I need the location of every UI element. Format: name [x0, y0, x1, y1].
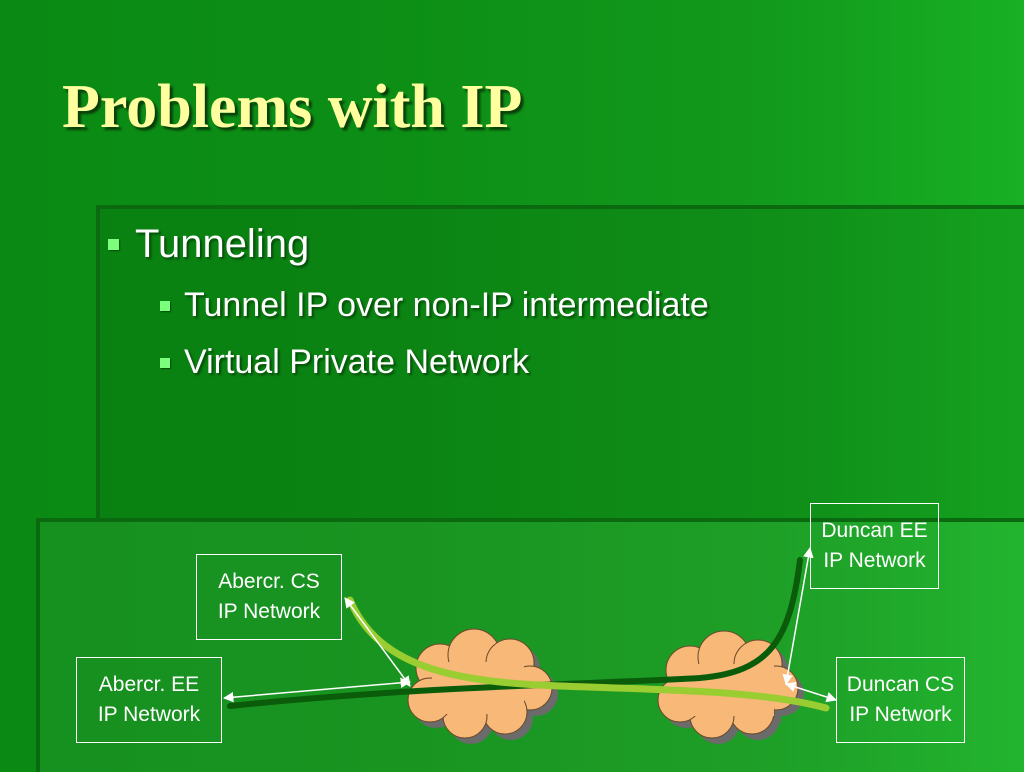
- network-name: Duncan CS: [846, 673, 955, 696]
- network-box-duncan-ee: Duncan EE IP Network: [810, 503, 939, 589]
- arrow-duncan-ee-to-cloud: [782, 546, 814, 686]
- arrow-abercr-cs-to-cloud: [344, 597, 411, 687]
- arrow-duncan-cs-to-cloud: [784, 681, 838, 703]
- network-type: IP Network: [849, 703, 952, 726]
- bullet-square-icon: [160, 300, 170, 311]
- network-type: IP Network: [97, 703, 201, 726]
- bullet-square-icon: [108, 239, 119, 250]
- network-name: Duncan EE: [821, 519, 928, 542]
- slide-title: Problems with IP: [62, 73, 523, 141]
- sub-bullet-tunnel-ip: Tunnel IP over non-IP intermediate: [160, 286, 709, 325]
- bullet-text: Tunneling: [135, 222, 310, 266]
- sub-bullet-text: Virtual Private Network: [184, 343, 530, 381]
- network-type: IP Network: [823, 549, 926, 572]
- network-name: Abercr. CS: [218, 570, 320, 593]
- network-name: Abercr. EE: [98, 673, 200, 696]
- sub-bullet-vpn: Virtual Private Network: [160, 343, 529, 382]
- network-type: IP Network: [217, 600, 321, 623]
- background-panel-top: [96, 205, 1024, 521]
- background-panel-bottom: [36, 518, 1024, 772]
- network-box-abercr-cs: Abercr. CS IP Network: [196, 554, 342, 640]
- network-box-abercr-ee: Abercr. EE IP Network: [76, 657, 222, 743]
- sub-bullet-text: Tunnel IP over non-IP intermediate: [184, 286, 709, 324]
- network-box-duncan-cs: Duncan CS IP Network: [836, 657, 965, 743]
- bullet-tunneling: Tunneling: [108, 222, 309, 267]
- bullet-square-icon: [160, 357, 170, 368]
